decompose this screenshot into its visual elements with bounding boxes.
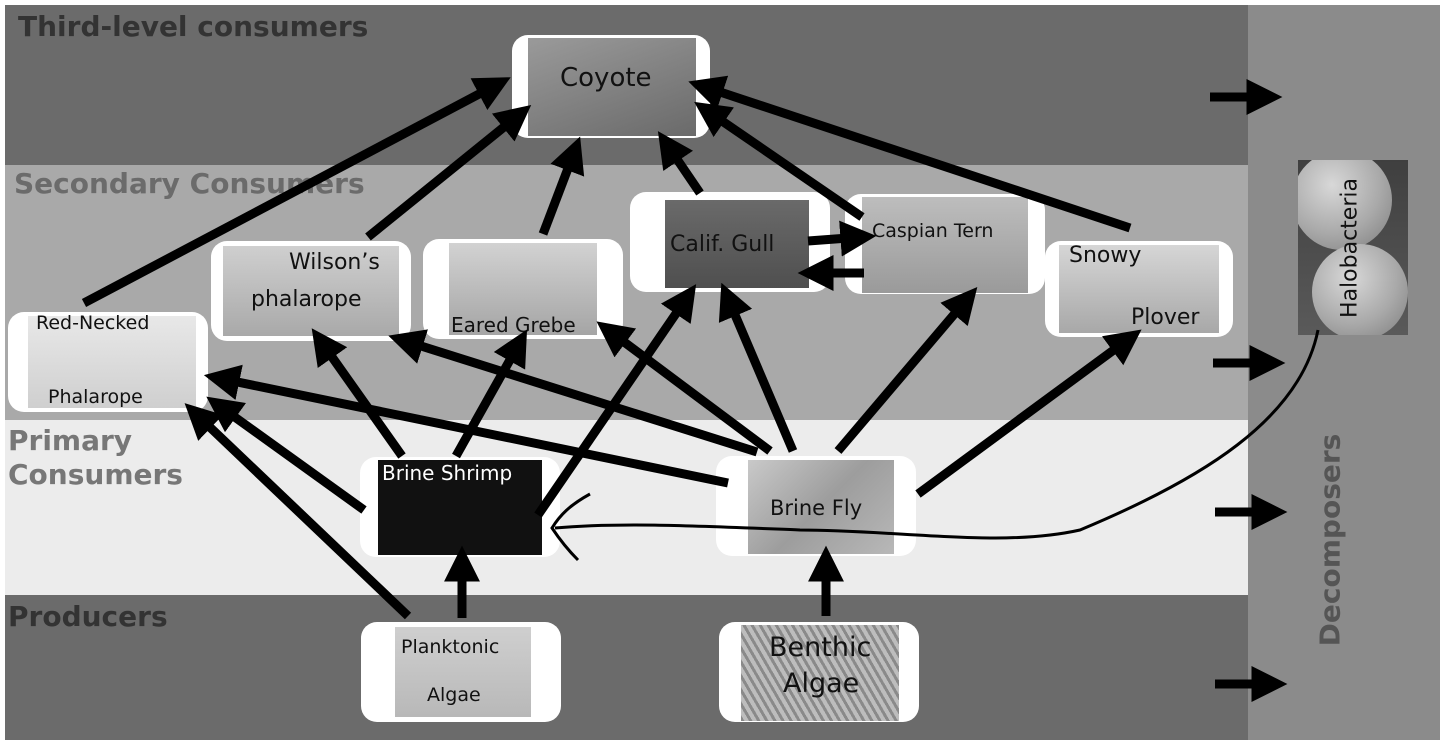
calif-gull-photo	[665, 200, 809, 288]
wilsons-phalarope-photo	[223, 246, 399, 336]
coyote-node: Coyote	[512, 35, 710, 138]
arrow-grebe-to-coyote	[538, 136, 585, 236]
brine-fly-node: Brine Fly	[716, 456, 916, 556]
arrow-gull-to-tern	[807, 220, 877, 257]
arrow-plover-to-coyote	[688, 75, 1132, 233]
arrow-shrimp-to-wilsons	[311, 328, 406, 459]
brine-shrimp-photo	[378, 460, 542, 555]
benthic-algae-label-line1: Benthic	[769, 632, 872, 663]
arrow-gull-to-coyote	[657, 131, 704, 196]
red-necked-phalarope-label-line1: Red-Necked	[36, 312, 150, 334]
caspian-tern-photo	[862, 197, 1028, 293]
arrow-fly-to-grebe	[596, 321, 773, 455]
snowy-plover-label-line1: Snowy	[1069, 243, 1142, 268]
brine-shrimp-label: Brine Shrimp	[382, 461, 513, 485]
primary-consumers-band	[5, 420, 1248, 595]
calif-gull-label: Calif. Gull	[670, 232, 775, 257]
eared-grebe-photo	[449, 243, 597, 335]
caspian-tern-node: Caspian Tern	[845, 194, 1045, 294]
benthic-algae-node: Benthic Algae	[719, 622, 919, 722]
arrow-tern-to-coyote	[694, 101, 865, 221]
benthic-algae-label-line2: Algae	[783, 668, 860, 699]
planktonic-algae-photo	[395, 627, 531, 717]
producers-band	[5, 595, 1248, 740]
snowy-plover-node: Snowy Plover	[1045, 241, 1233, 337]
arrow-wilsons-to-coyote	[365, 104, 532, 241]
snowy-plover-photo	[1059, 245, 1219, 333]
arrow-shrimp-to-grebe	[452, 329, 528, 459]
coyote-label: Coyote	[560, 63, 652, 93]
brine-fly-label: Brine Fly	[770, 496, 863, 520]
arrow-shrimp-to-red-necked	[206, 396, 367, 514]
arrow-fly-to-red-necked	[203, 364, 729, 488]
primary-consumers-label: Primary Consumers	[8, 424, 183, 491]
red-necked-phalarope-label-line2: Phalarope	[48, 386, 143, 408]
curve-arrowhead	[550, 492, 591, 562]
curve-halobacteria-to-shrimp	[554, 329, 1320, 540]
arrow-fly-to-gull	[718, 282, 798, 453]
third-level-label: Third-level consumers	[18, 10, 369, 43]
coyote-photo	[528, 38, 696, 136]
planktonic-algae-label-line1: Planktonic	[401, 636, 500, 658]
benthic-algae-photo	[741, 625, 899, 721]
snowy-plover-label-line2: Plover	[1131, 305, 1200, 330]
arrow-planktonic-to-red-necked	[184, 403, 412, 620]
brine-shrimp-node: Brine Shrimp	[360, 457, 560, 557]
planktonic-algae-node: Planktonic Algae	[361, 622, 561, 722]
arrow-fly-to-plover	[915, 329, 1142, 498]
wilsons-phalarope-node: Wilson’s phalarope	[211, 241, 411, 341]
producers-label: Producers	[8, 600, 168, 633]
arrow-red-necked-to-coyote	[81, 77, 511, 307]
calif-gull-node: Calif. Gull	[630, 192, 830, 292]
wilsons-phalarope-label-line1: Wilson’s	[289, 250, 380, 275]
eared-grebe-node: Eared Grebe	[423, 239, 623, 339]
arrow-fly-to-wilsons	[388, 329, 759, 457]
planktonic-algae-label-line2: Algae	[427, 684, 481, 706]
arrow-fly-to-tern	[834, 287, 978, 454]
wilsons-phalarope-label-line2: phalarope	[251, 287, 362, 312]
red-necked-phalarope-node: Red-Necked Phalarope	[8, 312, 208, 412]
red-necked-phalarope-photo	[28, 316, 196, 408]
brine-fly-photo	[748, 460, 894, 554]
caspian-tern-label: Caspian Tern	[872, 220, 994, 242]
halobacteria-photo	[1298, 160, 1408, 335]
